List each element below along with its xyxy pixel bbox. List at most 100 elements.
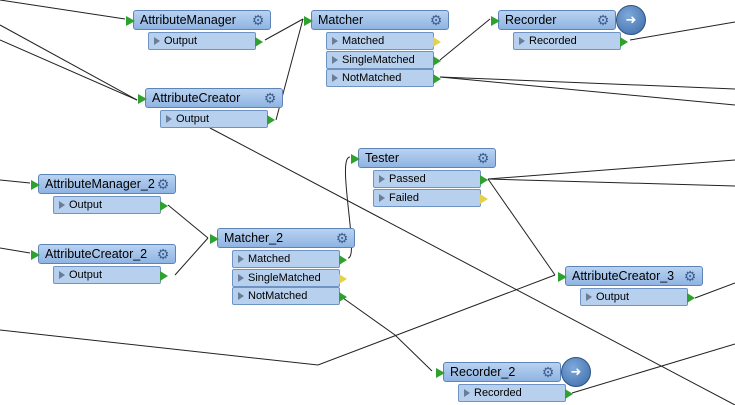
input-port[interactable] [351, 154, 360, 164]
transformer-header[interactable]: AttributeManager ⚙ [126, 10, 271, 30]
connection-line [174, 237, 209, 276]
connection-line [487, 178, 556, 276]
output-port[interactable]: SingleMatched [232, 269, 347, 287]
gear-icon[interactable]: ⚙ [541, 364, 555, 380]
gear-icon[interactable]: ⚙ [156, 246, 170, 262]
transformer-title: AttributeCreator [152, 91, 241, 105]
connection-line [209, 127, 735, 405]
output-port[interactable]: Output [53, 196, 168, 214]
output-port[interactable]: Output [53, 266, 168, 284]
output-port-arrow[interactable] [339, 274, 347, 284]
transformer-title: Tester [365, 151, 400, 165]
transformer-title: Recorder_2 [450, 365, 516, 379]
input-port[interactable] [126, 16, 135, 26]
output-port-arrow[interactable] [339, 292, 347, 302]
output-port[interactable]: Matched [326, 32, 441, 50]
gear-icon[interactable]: ⚙ [596, 12, 610, 28]
port-label: Passed [389, 173, 426, 185]
expand-triangle-icon [166, 115, 172, 123]
connection-line [629, 21, 735, 41]
expand-triangle-icon [379, 175, 385, 183]
port-label: SingleMatched [342, 54, 415, 66]
port-label: SingleMatched [248, 272, 321, 284]
transformer-title: AttributeManager [140, 13, 236, 27]
transformer-header[interactable]: Matcher ⚙ [304, 10, 449, 30]
output-port[interactable]: Output [148, 32, 263, 50]
output-port-arrow[interactable] [433, 37, 441, 47]
output-port[interactable]: Matched [232, 250, 347, 268]
gear-icon[interactable]: ⚙ [263, 90, 277, 106]
gear-icon[interactable]: ⚙ [476, 150, 490, 166]
output-port[interactable]: Recorded [458, 384, 573, 402]
gear-icon[interactable]: ⚙ [335, 230, 349, 246]
expand-triangle-icon [379, 194, 385, 202]
port-label: Failed [389, 192, 419, 204]
connection-line [0, 179, 31, 184]
output-port-arrow[interactable] [433, 74, 441, 84]
expand-triangle-icon [154, 37, 160, 45]
connection-line [264, 18, 304, 41]
output-port-arrow[interactable] [480, 175, 488, 185]
output-port[interactable]: Passed [373, 170, 488, 188]
input-port[interactable] [304, 16, 313, 26]
output-port-arrow[interactable] [433, 56, 441, 66]
expand-triangle-icon [332, 74, 338, 82]
transformer-header[interactable]: AttributeCreator_2 ⚙ [31, 244, 176, 264]
input-port[interactable] [138, 94, 147, 104]
transformer-title: Matcher [318, 13, 364, 27]
output-port-arrow[interactable] [480, 194, 488, 204]
gear-icon[interactable]: ⚙ [156, 176, 170, 192]
output-port-arrow[interactable] [339, 255, 347, 265]
connection-line [342, 297, 433, 372]
gear-icon[interactable]: ⚙ [429, 12, 443, 28]
output-port[interactable]: NotMatched [232, 287, 347, 305]
port-label: Matched [342, 35, 385, 47]
gear-icon[interactable]: ⚙ [251, 12, 265, 28]
input-port[interactable] [491, 16, 500, 26]
transformer-header[interactable]: AttributeCreator ⚙ [138, 88, 283, 108]
input-port[interactable] [558, 272, 567, 282]
expand-triangle-icon [238, 255, 244, 263]
transformer-title: AttributeManager_2 [45, 177, 155, 191]
output-port-arrow[interactable] [565, 389, 573, 399]
input-port[interactable] [210, 234, 219, 244]
port-label: Output [596, 291, 630, 303]
output-port-arrow[interactable] [687, 293, 695, 303]
output-port-arrow[interactable] [160, 201, 168, 211]
output-port[interactable]: NotMatched [326, 69, 441, 87]
output-port[interactable]: Recorded [513, 32, 628, 50]
output-port-arrow[interactable] [267, 115, 275, 125]
transformer-header[interactable]: AttributeManager_2 ⚙ [31, 174, 176, 194]
transformer-header[interactable]: Tester ⚙ [351, 148, 496, 168]
output-port-arrow[interactable] [620, 37, 628, 47]
expand-triangle-icon [464, 389, 470, 397]
gear-icon[interactable]: ⚙ [683, 268, 697, 284]
database-icon: ➜ [561, 357, 591, 387]
input-port[interactable] [31, 180, 40, 190]
port-label: NotMatched [342, 72, 402, 84]
transformer-header[interactable]: AttributeCreator_3 ⚙ [558, 266, 703, 286]
expand-triangle-icon [332, 37, 338, 45]
connection-line [0, 247, 31, 254]
output-port[interactable]: SingleMatched [326, 51, 441, 69]
input-port[interactable] [31, 250, 40, 260]
connection-line [344, 156, 352, 259]
transformer-header[interactable]: Recorder_2 ⚙ [436, 362, 561, 382]
connection-line [0, 274, 556, 366]
transformer-title: Recorder [505, 13, 557, 27]
connection-line [0, 39, 138, 101]
expand-triangle-icon [59, 201, 65, 209]
transformer-header[interactable]: Recorder ⚙ [491, 10, 616, 30]
output-port-arrow[interactable] [160, 271, 168, 281]
output-port[interactable]: Output [160, 110, 275, 128]
output-port[interactable]: Failed [373, 189, 488, 207]
output-port[interactable]: Output [580, 288, 695, 306]
connection-line [487, 159, 735, 180]
expand-triangle-icon [59, 271, 65, 279]
output-port-arrow[interactable] [255, 37, 263, 47]
connection-line [439, 18, 491, 61]
transformer-header[interactable]: Matcher_2 ⚙ [210, 228, 355, 248]
input-port[interactable] [436, 368, 445, 378]
